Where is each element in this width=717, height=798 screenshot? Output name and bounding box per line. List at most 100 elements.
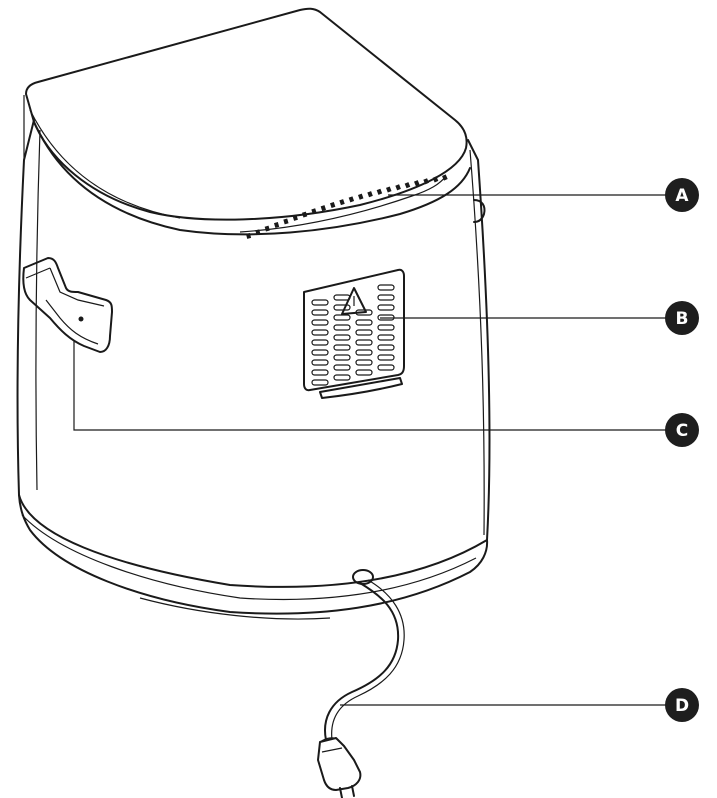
- grille-frame: [303, 268, 405, 392]
- vent-strip: [239, 175, 447, 233]
- vent-slot-group: [245, 174, 448, 239]
- badge-label-d: D: [675, 696, 689, 716]
- grille-slot: [355, 359, 373, 366]
- grille-slot: [333, 354, 351, 361]
- badge-circle-d: [665, 688, 699, 722]
- badge-circle-c: [665, 413, 699, 447]
- badge-label-c: C: [676, 421, 688, 441]
- grille-slot: [377, 364, 395, 371]
- vent-slot: [404, 182, 411, 189]
- body-right-edge: [469, 149, 485, 536]
- base-mid-line: [21, 514, 477, 601]
- grille-tab: [319, 377, 403, 399]
- badge-circle-b: [665, 301, 699, 335]
- grille-slot: [377, 294, 395, 301]
- cord-line-outer: [324, 582, 400, 741]
- fryer-body: [16, 95, 491, 588]
- lid-rim: [33, 121, 471, 236]
- vent-slot: [339, 199, 345, 206]
- vent-slot: [311, 208, 317, 215]
- callout-badge-c: C: [665, 413, 699, 447]
- plug-pin-2: [351, 785, 355, 797]
- grille-slot: [333, 334, 351, 341]
- grille-slot: [355, 329, 373, 336]
- handle-outer: [22, 257, 113, 353]
- leader-line-c: [73, 340, 668, 431]
- badge-label-b: B: [676, 309, 689, 329]
- grille-slot: [311, 379, 329, 386]
- plug-pin-1: [339, 787, 343, 798]
- callout-badge-d: D: [665, 688, 699, 722]
- grille-slot: [333, 374, 351, 381]
- vent-slot: [330, 202, 336, 209]
- vent-slot: [320, 205, 327, 212]
- base-outline: [18, 494, 489, 615]
- vent-slot: [442, 174, 448, 181]
- grille-slot: [377, 324, 395, 331]
- vent-slots: [239, 174, 448, 239]
- lid-rim-inner: [29, 109, 181, 219]
- vent-slot: [376, 188, 383, 195]
- vent-slot: [283, 218, 289, 225]
- vent-slot: [432, 176, 439, 183]
- callout-badge-a: A: [665, 178, 699, 212]
- warning-triangle-icon: [341, 287, 367, 315]
- grille-slot: [355, 369, 373, 376]
- grille-slot: [377, 354, 395, 361]
- plug-collar: [319, 737, 343, 753]
- grille-slot: [333, 294, 351, 301]
- vent-slot: [367, 191, 373, 198]
- grille-slot: [311, 299, 329, 306]
- fryer-lid: [25, 7, 471, 236]
- grille-slot: [355, 339, 373, 346]
- vent-slot: [264, 225, 270, 232]
- grille-slot: [311, 339, 329, 346]
- handle-button-dot: [78, 316, 84, 322]
- side-knob: [473, 199, 486, 223]
- badge-circle-a: [665, 178, 699, 212]
- grille-slot: [377, 344, 395, 351]
- vent-slot: [358, 193, 364, 200]
- grille-slot: [311, 329, 329, 336]
- grille-slot: [355, 349, 373, 356]
- vent-slot: [348, 196, 355, 203]
- grille-slot: [355, 319, 373, 326]
- vent-slot: [245, 233, 252, 239]
- grille-slot: [377, 284, 395, 291]
- fryer-base: [18, 494, 489, 620]
- grille-slot: [333, 314, 351, 321]
- callout-badge-b: B: [665, 301, 699, 335]
- grille-slot: [311, 359, 329, 366]
- grille-slot: [311, 319, 329, 326]
- plug-body: [317, 737, 362, 791]
- vent-slot: [273, 222, 280, 228]
- grille-slot: [311, 349, 329, 356]
- callouts: A B C D: [73, 178, 699, 722]
- vent-slot: [395, 184, 401, 191]
- body-left-edge: [23, 95, 41, 491]
- grille-slot: [333, 304, 351, 311]
- badge-label-a: A: [675, 186, 689, 206]
- grille-slot: [377, 334, 395, 341]
- vent-slot: [302, 211, 308, 218]
- cord-line-inner: [331, 579, 405, 741]
- vent-slot: [413, 180, 420, 187]
- handle-inner: [25, 267, 105, 345]
- grille-slot: [333, 344, 351, 351]
- grille-slot: [377, 304, 395, 311]
- vent-slot: [292, 214, 298, 221]
- base-foot-line: [139, 597, 331, 620]
- power-cord: [317, 569, 405, 798]
- grille-slot: [311, 369, 329, 376]
- basket-handle: [22, 257, 113, 353]
- grille-slot: [333, 364, 351, 371]
- vent-slot: [423, 178, 429, 185]
- grille-slot: [333, 324, 351, 331]
- body-outline: [16, 119, 491, 588]
- grille-slot-group: [311, 284, 395, 386]
- grille-slot: [311, 309, 329, 316]
- vent-slot: [386, 186, 392, 193]
- vent-slot: [255, 229, 261, 236]
- vent-grille: [303, 268, 405, 399]
